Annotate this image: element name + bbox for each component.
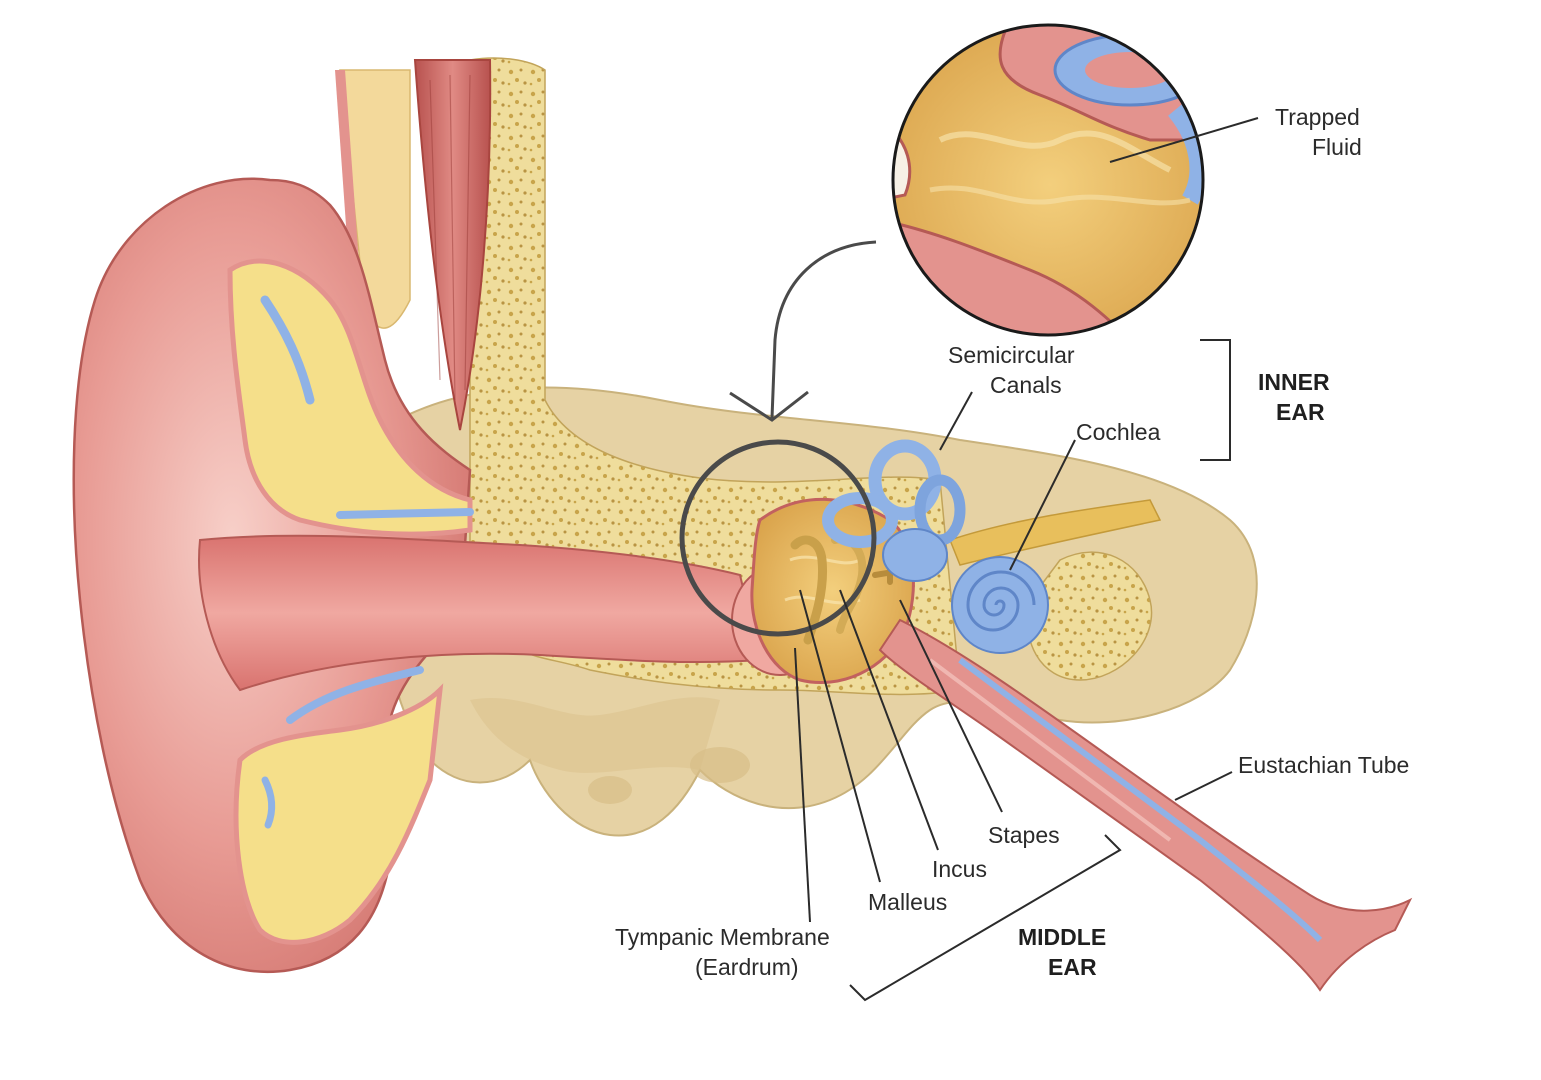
cochlea	[951, 556, 1049, 654]
labels: Trapped Fluid Semicircular Canals Cochle…	[615, 104, 1409, 980]
auditory-nerve	[949, 499, 1162, 566]
label-semicircular-canals-line2: Canals	[990, 372, 1062, 398]
semicircular-canals	[822, 439, 966, 582]
label-malleus: Malleus	[868, 889, 947, 915]
label-eustachian-tube: Eustachian Tube	[1238, 752, 1409, 778]
group-inner-ear-line1: INNER	[1258, 369, 1330, 395]
label-stapes: Stapes	[988, 822, 1060, 848]
label-tympanic-membrane-line2: (Eardrum)	[695, 954, 799, 980]
label-trapped-fluid-line2: Fluid	[1312, 134, 1362, 160]
ear-canal	[198, 534, 762, 692]
group-middle-ear-line1: MIDDLE	[1018, 924, 1106, 950]
group-inner-ear-line2: EAR	[1276, 399, 1325, 425]
label-incus: Incus	[932, 856, 987, 882]
zoom-inset	[891, 23, 1205, 337]
leader-lines	[794, 117, 1259, 1002]
zoom-arrow	[729, 240, 877, 422]
label-semicircular-canals-line1: Semicircular	[948, 342, 1075, 368]
label-trapped-fluid-line1: Trapped	[1275, 104, 1360, 130]
temporalis-muscle	[413, 59, 492, 431]
label-tympanic-membrane-line1: Tympanic Membrane	[615, 924, 830, 950]
eustachian-tube	[878, 618, 1413, 992]
highlight-circle	[679, 439, 877, 637]
label-cochlea: Cochlea	[1076, 419, 1161, 445]
group-middle-ear-line2: EAR	[1048, 954, 1097, 980]
